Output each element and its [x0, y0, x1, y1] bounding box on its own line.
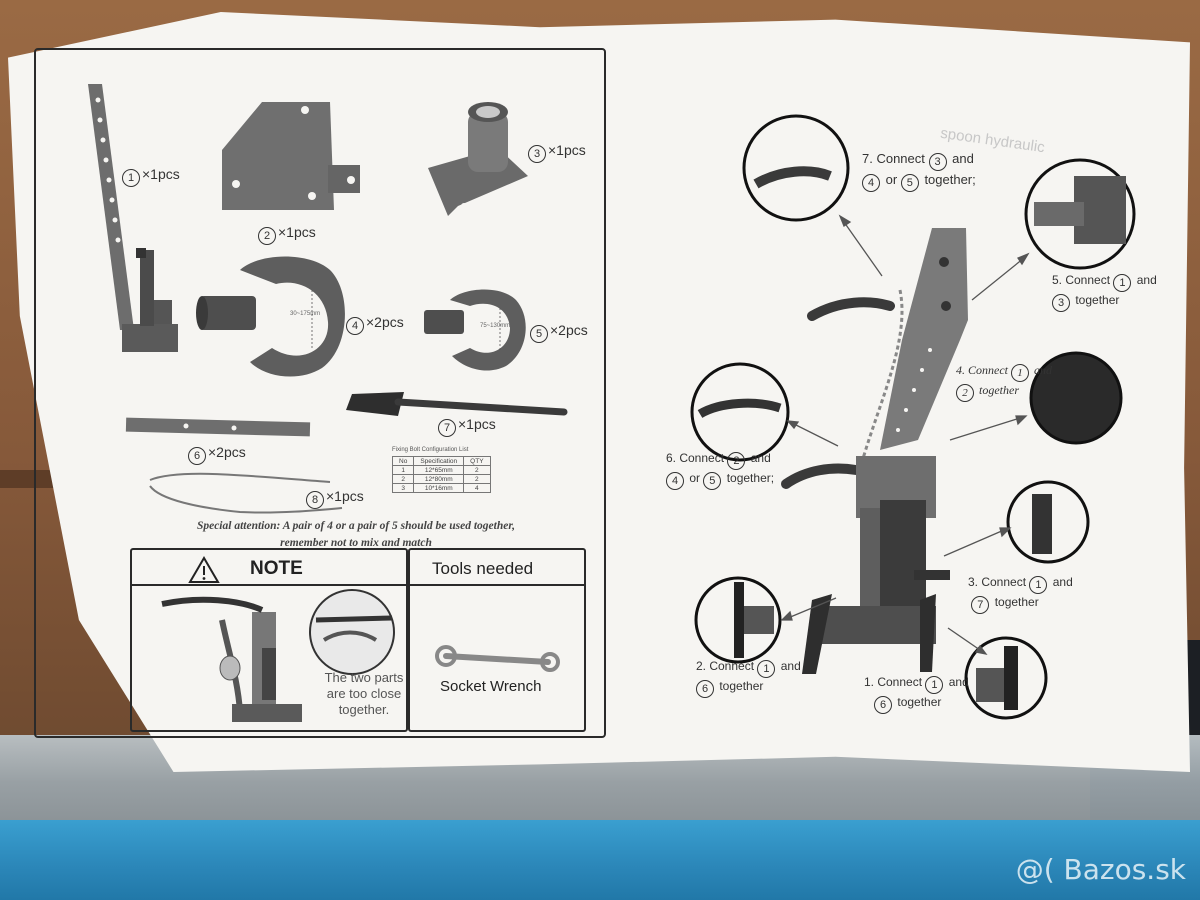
- part-5-illustration: [424, 289, 526, 371]
- part-4-illustration: [196, 256, 345, 377]
- part-7-illustration: [346, 392, 568, 416]
- blue-container-edge: [0, 820, 1200, 900]
- arrows: [780, 214, 1030, 655]
- jaw-size-small: 75~130mm: [480, 323, 511, 329]
- tools-title: Tools needed: [432, 559, 534, 578]
- step-5-label: 5. Connect 1 and 3 together: [1052, 272, 1157, 312]
- config-table-title: Fixing Bolt Configuration List: [392, 447, 469, 453]
- watermark: @( Bazos.sk: [1015, 853, 1186, 886]
- step-6-detail: [690, 362, 790, 462]
- part-7-label: 7×1pcs: [438, 416, 496, 437]
- tools-box: [408, 548, 586, 732]
- part-8-label: 8×1pcs: [306, 488, 364, 509]
- step-2-detail: [694, 576, 782, 664]
- special-attention-text: Special attention: A pair of 4 or a pair…: [196, 520, 516, 549]
- jaw-size-large: 30~175mm: [290, 311, 321, 317]
- part-1-illustration: [88, 84, 178, 352]
- part-6-illustration: [125, 417, 311, 437]
- step-1-detail: [964, 636, 1048, 720]
- note-illustration: [161, 589, 395, 722]
- assembled-tool-illustration: [781, 228, 968, 674]
- step-7-label: 7. Connect 3 and 4 or 5 together;: [862, 150, 976, 192]
- step-3-label: 3. Connect 1 and 7 together: [968, 574, 1073, 614]
- part-2-label: 2×1pcs: [258, 224, 316, 245]
- part-3-label: 3×1pcs: [528, 142, 586, 163]
- step-6-label: 6. Connect 2 and 4 or 5 together;: [666, 450, 774, 490]
- step-2-label: 2. Connect 1 and 6 together: [696, 658, 801, 698]
- socket-wrench-label: Socket Wrench: [440, 678, 542, 695]
- step-1-label: 1. Connect 1 and 6 together: [864, 674, 969, 714]
- wrench-icon: [435, 645, 560, 672]
- part-4-label: 4×2pcs: [346, 314, 404, 335]
- step-4-detail: [1029, 351, 1123, 445]
- part-3-illustration: [428, 102, 528, 216]
- note-text: The two parts are too close together.: [324, 670, 404, 717]
- note-box: [130, 548, 408, 732]
- step-5-detail: [1024, 158, 1136, 270]
- note-title: NOTE: [250, 558, 303, 579]
- part-8-illustration: [149, 472, 343, 514]
- part-6-label: 6×2pcs: [188, 444, 246, 465]
- note-header-divider: [130, 584, 586, 586]
- warning-icon: [188, 556, 220, 583]
- table-header-row: No Specification QTY: [391, 456, 491, 466]
- part-1-label: 1×1pcs: [122, 166, 180, 187]
- step-3-detail: [1006, 480, 1090, 564]
- parts-list-panel: [34, 48, 606, 738]
- part-5-label: 5×2pcs: [530, 322, 588, 343]
- step-4-label: 4. Connect 1 and 2 together: [956, 362, 1052, 402]
- part-2-illustration: [222, 102, 360, 210]
